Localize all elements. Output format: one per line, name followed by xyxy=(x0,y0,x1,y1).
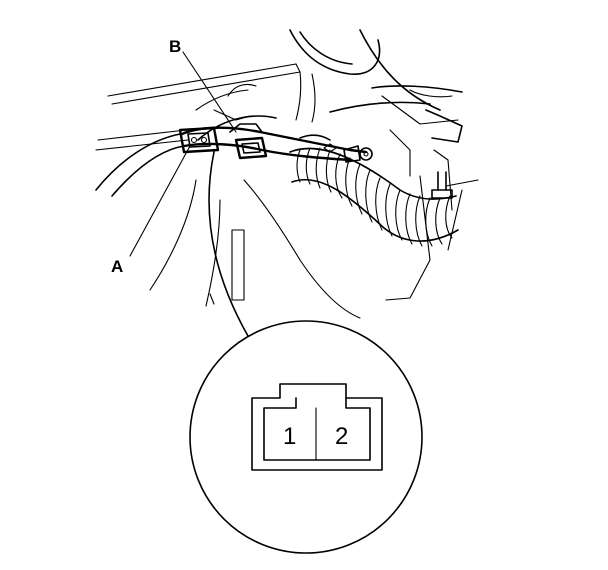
callout-label-b: B xyxy=(169,37,181,56)
connector-a xyxy=(178,126,220,154)
connector-pin-2-label: 2 xyxy=(335,423,348,450)
detail-leader xyxy=(208,151,249,337)
callout-label-a: A xyxy=(111,257,123,276)
connector-pin-1-label: 1 xyxy=(283,423,296,450)
connector-face-detail xyxy=(189,320,423,554)
wire-harness xyxy=(180,109,373,163)
engine-bay-background xyxy=(95,29,479,319)
callout-leader-b xyxy=(182,51,237,133)
corrugated-hose xyxy=(289,147,459,247)
connector-b xyxy=(234,136,268,160)
callout-leader-a xyxy=(129,145,191,257)
